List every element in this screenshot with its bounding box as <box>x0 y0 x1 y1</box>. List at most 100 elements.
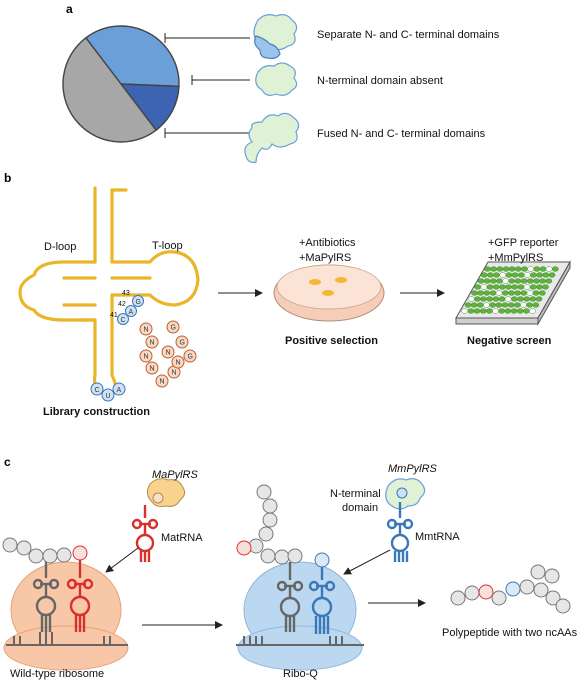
plate-well <box>498 296 506 302</box>
plate-well <box>548 272 556 278</box>
negative-condition-2: +MmPylRS <box>488 252 543 264</box>
plate-well <box>523 296 531 302</box>
library-bead-letter: N <box>166 350 171 357</box>
anticodon-loop: C U A <box>90 382 126 402</box>
plate-well <box>467 296 475 302</box>
ma-pylrs-enzyme-icon <box>146 478 186 507</box>
plate-well <box>514 278 522 284</box>
trna-cloverleaf <box>18 186 200 397</box>
plate-well <box>484 266 491 272</box>
mm-pylrs-label: MmPylRS <box>388 463 438 475</box>
plate-well <box>542 284 549 290</box>
plate-well <box>521 266 528 272</box>
library-bead-letter: G <box>180 340 185 347</box>
mrna-right <box>236 636 364 646</box>
wild-type-ribosome-icon <box>3 561 129 671</box>
peptidyl-trna-left <box>32 552 60 632</box>
plate-well <box>520 302 527 308</box>
pie-slice <box>84 25 180 88</box>
library-bead-letter: G <box>188 354 193 361</box>
label-separate-domains: Separate N- and C- terminal domains <box>317 29 500 41</box>
plate-well <box>499 272 507 278</box>
plate-well <box>505 272 513 278</box>
plate-well <box>479 308 487 314</box>
plate-well <box>552 266 559 272</box>
mm-trna-free <box>386 502 414 562</box>
plate-well <box>539 278 546 284</box>
library-bead <box>155 374 169 388</box>
plate-well <box>511 284 519 290</box>
n-terminal-domain-label-1: N-terminal <box>330 488 381 500</box>
plate-well <box>520 278 528 284</box>
plate-well <box>489 278 497 284</box>
negative-screen-label: Negative screen <box>467 335 552 347</box>
plate-well <box>526 302 533 308</box>
plate-well <box>515 266 522 272</box>
plate-well <box>489 290 497 296</box>
peptide-chain-left <box>2 537 88 564</box>
label-fused-domains: Fused N- and C- terminal domains <box>317 128 486 140</box>
polypeptide-chain <box>450 564 571 614</box>
plate-well <box>527 278 534 284</box>
ma-pylrs-label: MaPylRS <box>152 469 199 481</box>
plate-well <box>489 302 496 308</box>
plate-well <box>461 308 469 314</box>
plate-well <box>486 284 494 290</box>
plate-well <box>530 272 537 278</box>
plate-well <box>480 284 488 290</box>
plate-well <box>508 266 516 272</box>
library-bead-letter: N <box>176 360 181 367</box>
plate-well <box>498 308 506 314</box>
plate-well <box>523 308 530 314</box>
plate-well <box>533 266 541 272</box>
label-n-domain-absent: N-terminal domain absent <box>317 75 443 87</box>
plate-well <box>514 290 521 296</box>
plate-well <box>470 302 478 308</box>
panel-label-b: b <box>4 171 11 185</box>
plate-well <box>516 308 524 314</box>
anticodon-u: U <box>106 393 111 400</box>
plate-well <box>496 278 503 284</box>
plate-well <box>474 284 482 290</box>
plate-well <box>536 284 543 290</box>
library-bead-letter: N <box>144 354 149 361</box>
pie-chart <box>62 25 180 143</box>
plate-well <box>527 266 534 272</box>
variable-positions: 43 42 41 G A C <box>110 290 144 325</box>
mm-pylrs-enzyme-icon <box>385 478 426 510</box>
library-bead-letter: N <box>150 366 155 373</box>
plate-well <box>542 272 550 278</box>
plate-well <box>545 266 553 272</box>
positive-selection-label: Positive selection <box>285 335 378 347</box>
pos-43: 43 <box>122 290 130 297</box>
plate-well <box>517 296 524 302</box>
n-terminal-domain-label-2: domain <box>342 502 378 514</box>
plate-well <box>501 290 509 296</box>
petri-dish-icon <box>273 264 385 322</box>
plate-well <box>492 296 500 302</box>
plate-well <box>526 290 534 296</box>
plate-well <box>486 296 494 302</box>
n-domain-absent-icon <box>255 62 298 96</box>
library-bead <box>145 361 159 375</box>
leader-lines-a <box>164 33 250 138</box>
plate-well <box>486 308 493 314</box>
panel-label-c: c <box>4 455 11 469</box>
d-loop-label: D-loop <box>44 241 76 253</box>
plate-well <box>505 284 512 290</box>
ma-trna-label: MatRNA <box>161 532 203 544</box>
plate-well <box>477 290 484 296</box>
library-construction-label: Library construction <box>43 406 150 418</box>
plate-well <box>504 308 512 314</box>
library-bead-letter: G <box>171 325 176 332</box>
plate-well <box>496 266 504 272</box>
positive-condition-2: +MaPylRS <box>299 252 351 264</box>
well-plate-icon <box>455 260 571 326</box>
pie-slice <box>119 83 180 132</box>
pos-41: 41 <box>110 312 118 319</box>
plate-well <box>476 302 484 308</box>
peptide-chain-right <box>236 484 330 568</box>
separate-domains-icon <box>253 14 298 60</box>
mrna-left <box>6 632 128 646</box>
